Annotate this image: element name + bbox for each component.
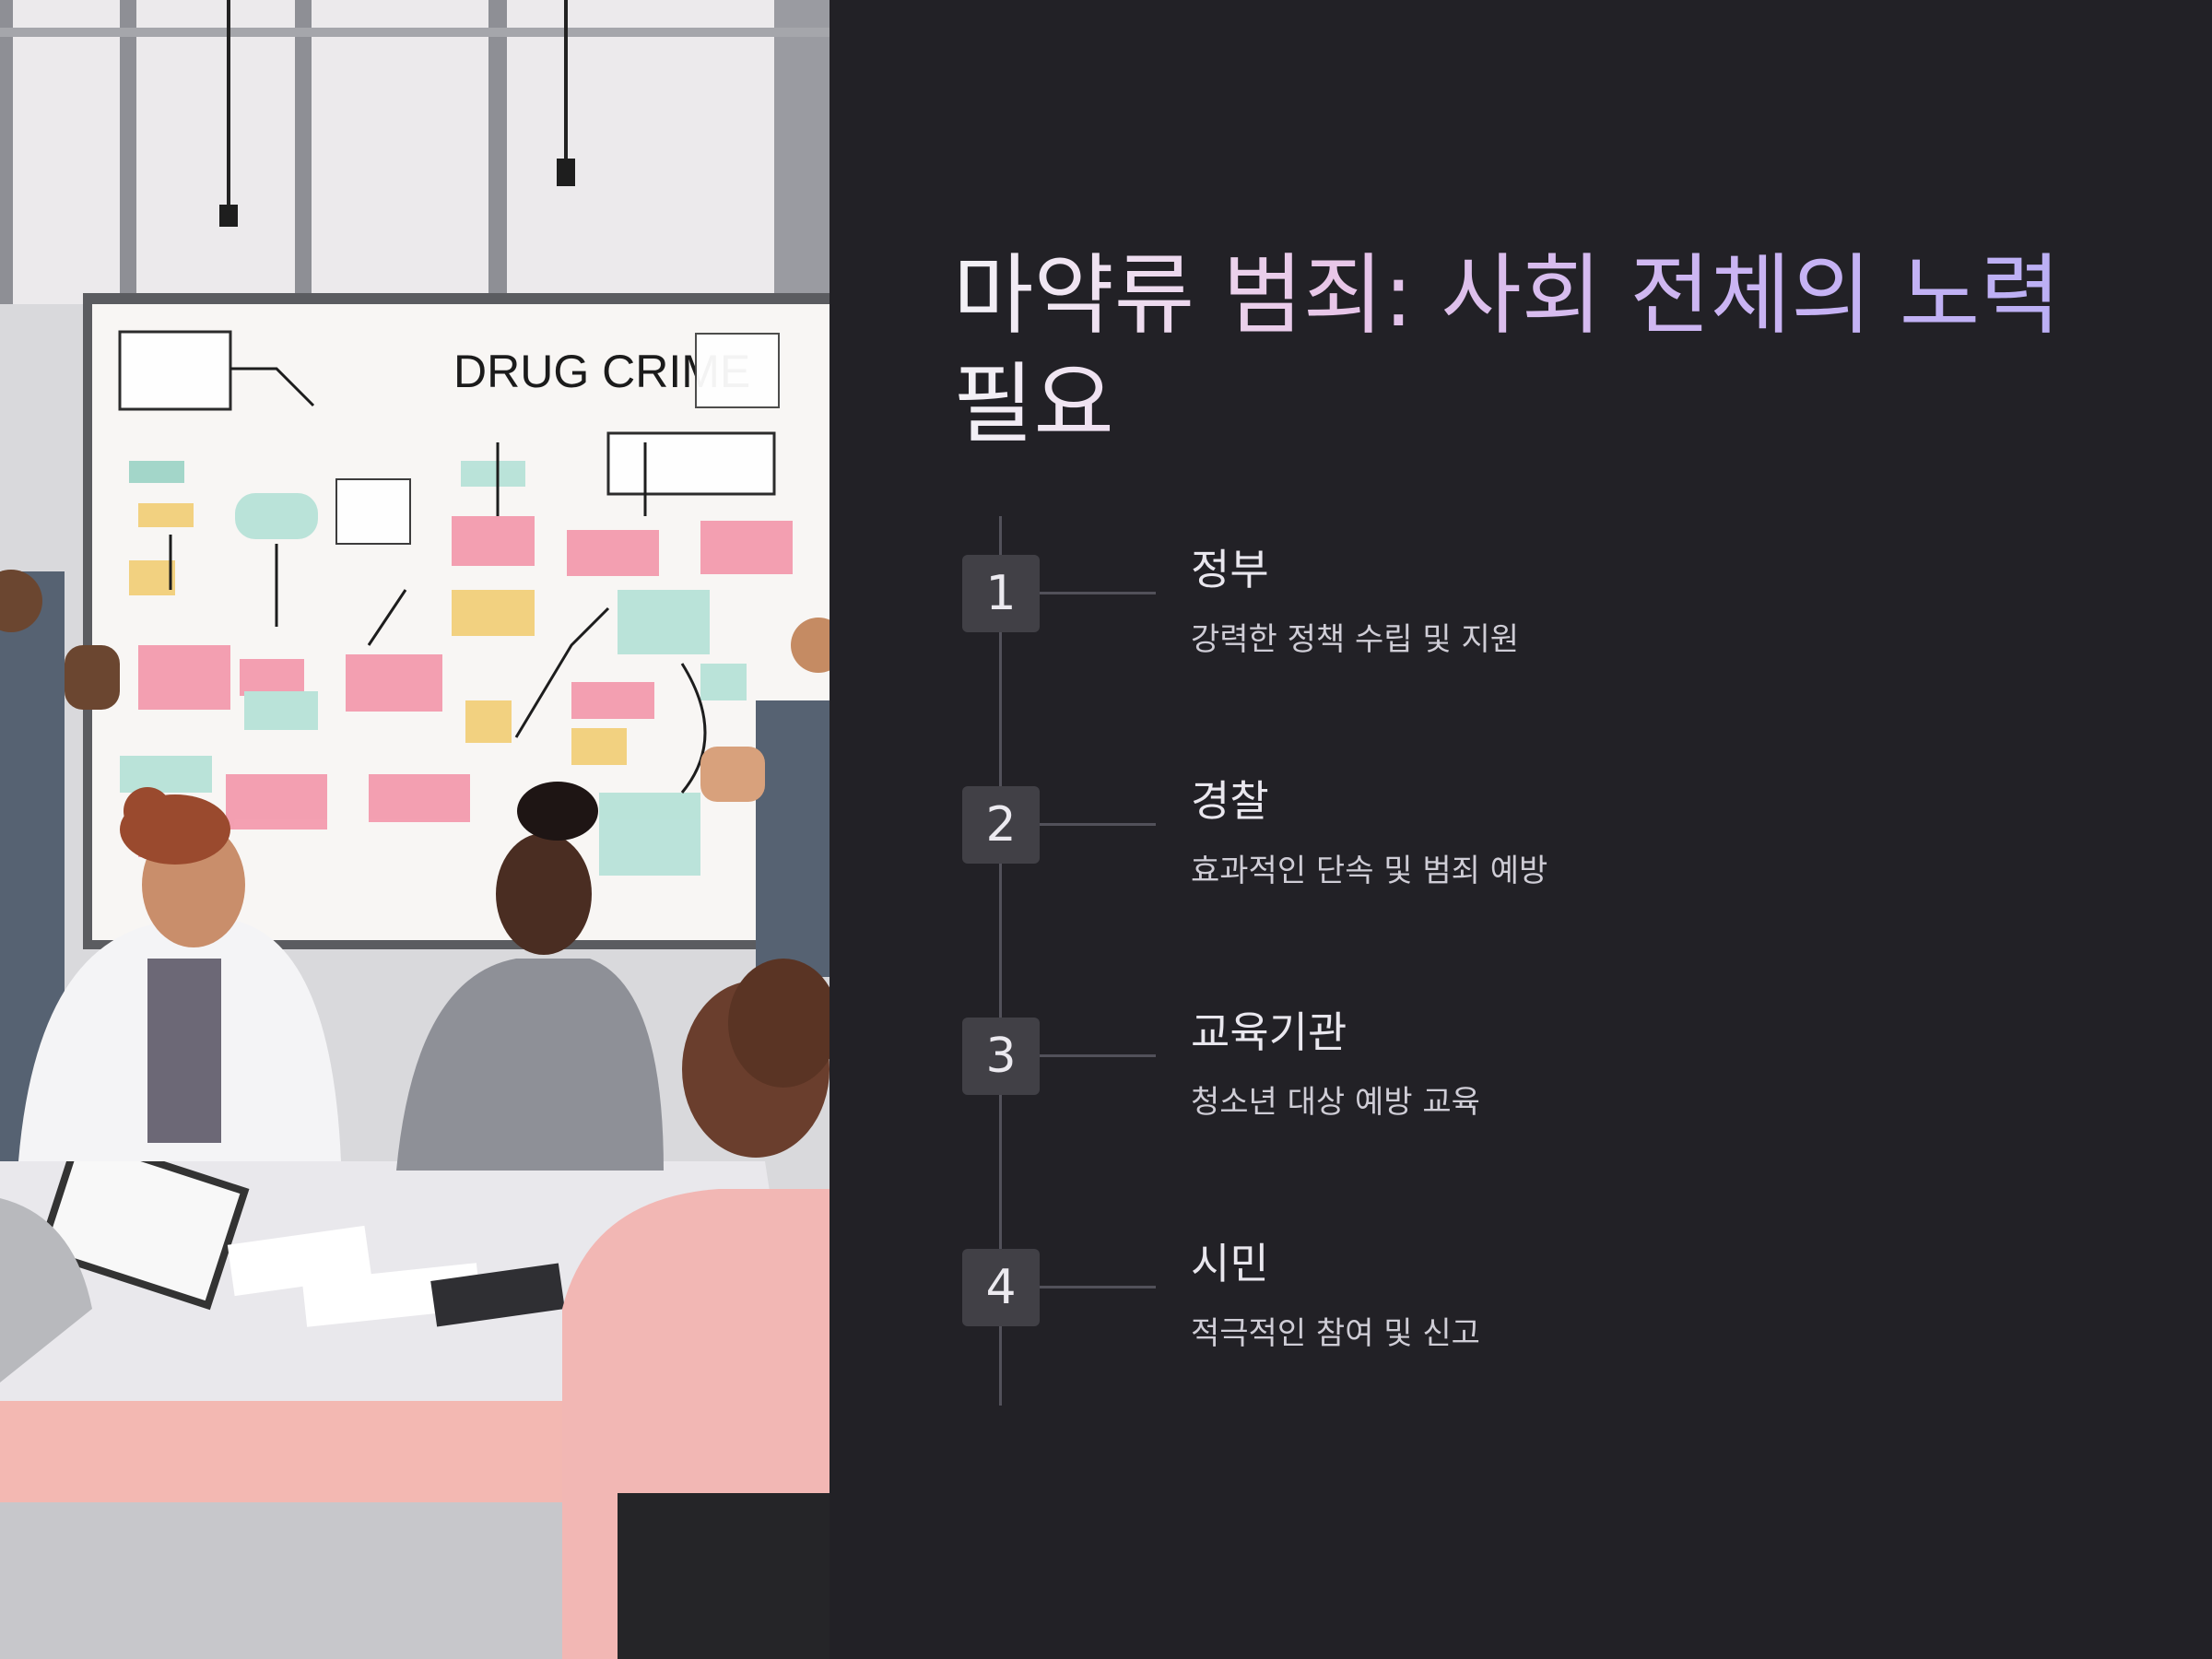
timeline-line [999,516,1002,1406]
step-title: 교육기관 [1191,1007,1347,1057]
step-description: 청소년 대상 예방 교육 [1191,1084,1480,1121]
timeline-step: 4 시민 적극적인 참여 및 신고 [959,1210,2065,1358]
timeline-step: 3 교육기관 청소년 대상 예방 교육 [959,979,2065,1126]
step-number-badge: 2 [962,786,1040,864]
step-description: 강력한 정책 수립 및 지원 [1191,621,1520,658]
step-number-badge: 1 [962,555,1040,632]
timeline-step: 1 정부 강력한 정책 수립 및 지원 [959,516,2065,664]
step-number-badge: 4 [962,1249,1040,1326]
step-connector [1040,823,1156,826]
step-title: 경찰 [1191,776,1269,826]
step-description: 효과적인 단속 및 범죄 예방 [1191,853,1548,889]
step-connector [1040,592,1156,594]
step-connector [1040,1286,1156,1288]
meeting-illustration: DRUG CRIME [0,0,830,1659]
step-title: 정부 [1191,545,1269,594]
page-title: 마약류 범죄: 사회 전체의 노력 필요 [953,241,2142,459]
timeline-step: 2 경찰 효과적인 단속 및 범죄 예방 [959,747,2065,895]
step-title: 시민 [1191,1239,1269,1288]
step-number-badge: 3 [962,1018,1040,1095]
timeline: 1 정부 강력한 정책 수립 및 지원 2 경찰 효과적인 단속 및 범죄 예방… [959,516,2065,1410]
step-description: 적극적인 참여 및 신고 [1191,1315,1480,1352]
step-connector [1040,1054,1156,1057]
